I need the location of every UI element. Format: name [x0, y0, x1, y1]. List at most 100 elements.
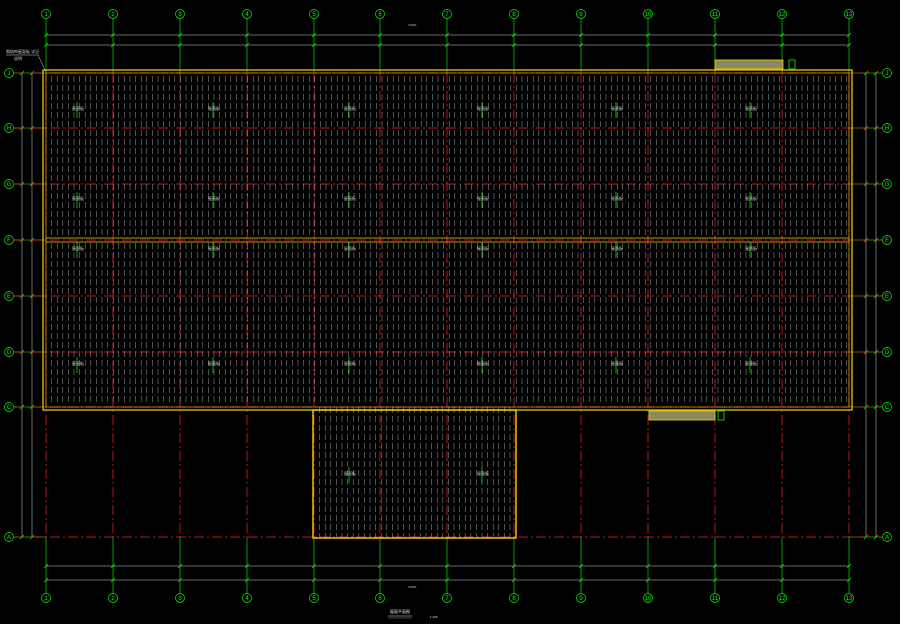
bottom-dim-line-1-tick-6: [377, 563, 383, 569]
grid-bubble-left-J-circle: [4, 68, 14, 78]
grid-bubble-left-J-label: J: [8, 71, 11, 77]
right-dim-line-2-tick-G: [873, 181, 879, 187]
grid-bubble-top-8-label: 8: [512, 12, 516, 18]
grid-bubble-left-A: A: [4, 532, 14, 542]
roof-vent-bottom: [648, 410, 716, 421]
top-dim-line-2-tick-9: [578, 42, 584, 48]
bottom-dim-line-2-tick-13: [846, 577, 852, 583]
grid-bubble-right-G-label: G: [885, 182, 890, 188]
grid-bubble-top-3: 3: [175, 9, 185, 19]
panel-tag-label: 屋面板: [611, 195, 623, 201]
grid-bubble-bottom-1: 1: [41, 593, 51, 603]
grid-bubble-left-G: G: [4, 179, 14, 189]
panel-tag-label: 屋面板: [344, 470, 356, 476]
panel-tag-label: 屋面板: [477, 105, 489, 111]
grid-bubble-top-9-label: 9: [579, 12, 583, 18]
panel-tag-label: 屋面板: [745, 195, 757, 201]
grid-bubble-top-3-label: 3: [178, 12, 182, 18]
panel-tag-label: 屋面板: [72, 360, 84, 366]
panel-tag-label: 屋面板: [611, 360, 623, 366]
bottom-dim-line-1-tick-7: [444, 563, 450, 569]
grid-bubble-top-13-circle: [844, 9, 854, 19]
grid-bubble-top-7-label: 7: [445, 12, 449, 18]
grid-bubble-right-G-circle: [882, 179, 892, 189]
grid-bubble-left-F: F: [4, 235, 14, 245]
right-dim-line-2-tick-J: [873, 70, 879, 76]
top-dim-line-2-tick-2: [110, 42, 116, 48]
panel-tag-label: 屋面板: [208, 245, 220, 251]
bottom-dim-line-1-tick-13: [846, 563, 852, 569]
top-dim-line-1-tick-12: [779, 32, 785, 38]
grid-bubble-left-E-circle: [4, 291, 14, 301]
grid-bubble-bottom-10: 10: [643, 593, 653, 603]
top-dim-line-2-tick-11: [712, 42, 718, 48]
bottom-dim-line-1-tick-10: [645, 563, 651, 569]
grid-bubble-right-F: F: [882, 235, 892, 245]
panel-tag-label: 屋面板: [477, 245, 489, 251]
panel-tag-label: 屋面板: [477, 195, 489, 201]
grid-bubble-bottom-2-circle: [108, 593, 118, 603]
grid-bubble-top-11-label: 11: [712, 12, 719, 18]
grid-bubble-top-12-label: 12: [779, 12, 786, 18]
panel-tag-label: 屋面板: [611, 105, 623, 111]
grid-bubble-top-10-label: 10: [645, 12, 652, 18]
grid-bubble-left-F-label: F: [7, 238, 11, 244]
grid-bubble-bottom-2-label: 2: [111, 596, 115, 602]
axis-lines: [14, 72, 882, 538]
top-dim-line-1-tick-4: [244, 32, 250, 38]
grid-bubble-bottom-8: 8: [509, 593, 519, 603]
bottom-dim-line-1-tick-5: [311, 563, 317, 569]
grid-bubble-bottom-5-circle: [309, 593, 319, 603]
top-dim-line-2-tick-4: [244, 42, 250, 48]
grid-bubble-top-10: 10: [643, 9, 653, 19]
panel-tag-label: 屋面板: [745, 245, 757, 251]
grid-bubble-left-E: E: [4, 291, 14, 301]
grid-bubble-right-D-circle: [882, 347, 892, 357]
top-dim-line-1-tick-7: [444, 32, 450, 38]
dimension-lines: [19, 32, 879, 583]
grid-bubble-bottom-7-circle: [442, 593, 452, 603]
grid-bubble-left-H: H: [4, 123, 14, 133]
grid-bubble-right-G: G: [882, 179, 892, 189]
grid-bubble-bottom-1-circle: [41, 593, 51, 603]
top-dim-line-1-tick-10: [645, 32, 651, 38]
grid-bubble-top-12: 12: [777, 9, 787, 19]
bottom-dim-line-2-tick-10: [645, 577, 651, 583]
panel-tag-label: 屋面板: [745, 105, 757, 111]
bottom-dim-line-1-tick-11: [712, 563, 718, 569]
grid-bubble-right-H: H: [882, 123, 892, 133]
bottom-dim-line-1-tick-2: [110, 563, 116, 569]
bottom-overall-dim: 72000: [408, 585, 417, 589]
grid-bubble-bottom-6: 6: [375, 593, 385, 603]
top-dim-line-1-tick-13: [846, 32, 852, 38]
grid-bubble-top-4-circle: [242, 9, 252, 19]
grid-bubble-right-A-circle: [882, 532, 892, 542]
grid-bubble-right-J-label: J: [886, 71, 889, 77]
grid-bubble-right-C-circle: [882, 402, 892, 412]
grid-bubble-bottom-8-circle: [509, 593, 519, 603]
grid-bubble-left-F-circle: [4, 235, 14, 245]
grid-bubble-bottom-12: 12: [777, 593, 787, 603]
grid-bubble-right-H-label: H: [885, 126, 889, 132]
panel-tag-label: 屋面板: [72, 105, 84, 111]
grid-bubble-right-D-label: D: [885, 350, 890, 356]
top-dim-line-2-tick-5: [311, 42, 317, 48]
grid-bubble-left-A-circle: [4, 532, 14, 542]
panel-tag-label: 屋面板: [72, 245, 84, 251]
top-callout-text: 钢结构屋面板 详见: [6, 48, 39, 54]
grid-bubble-bottom-5-label: 5: [312, 596, 316, 602]
bottom-dim-line-2-tick-2: [110, 577, 116, 583]
right-dim-line-2-tick-F: [873, 237, 879, 243]
top-dim-line-1-tick-9: [578, 32, 584, 38]
top-dim-line-2-tick-8: [511, 42, 517, 48]
top-dim-line-1-tick-6: [377, 32, 383, 38]
grid-bubble-left-D: D: [4, 347, 14, 357]
bottom-dim-line-1-tick-9: [578, 563, 584, 569]
panel-tag-label: 屋面板: [208, 195, 220, 201]
grid-bubble-bottom-8-label: 8: [512, 596, 516, 602]
grid-bubble-left-J: J: [4, 68, 14, 78]
grid-bubble-bottom-4-label: 4: [245, 596, 249, 602]
top-dim-line-1-tick-1: [43, 32, 49, 38]
bottom-dim-line-2-tick-6: [377, 577, 383, 583]
